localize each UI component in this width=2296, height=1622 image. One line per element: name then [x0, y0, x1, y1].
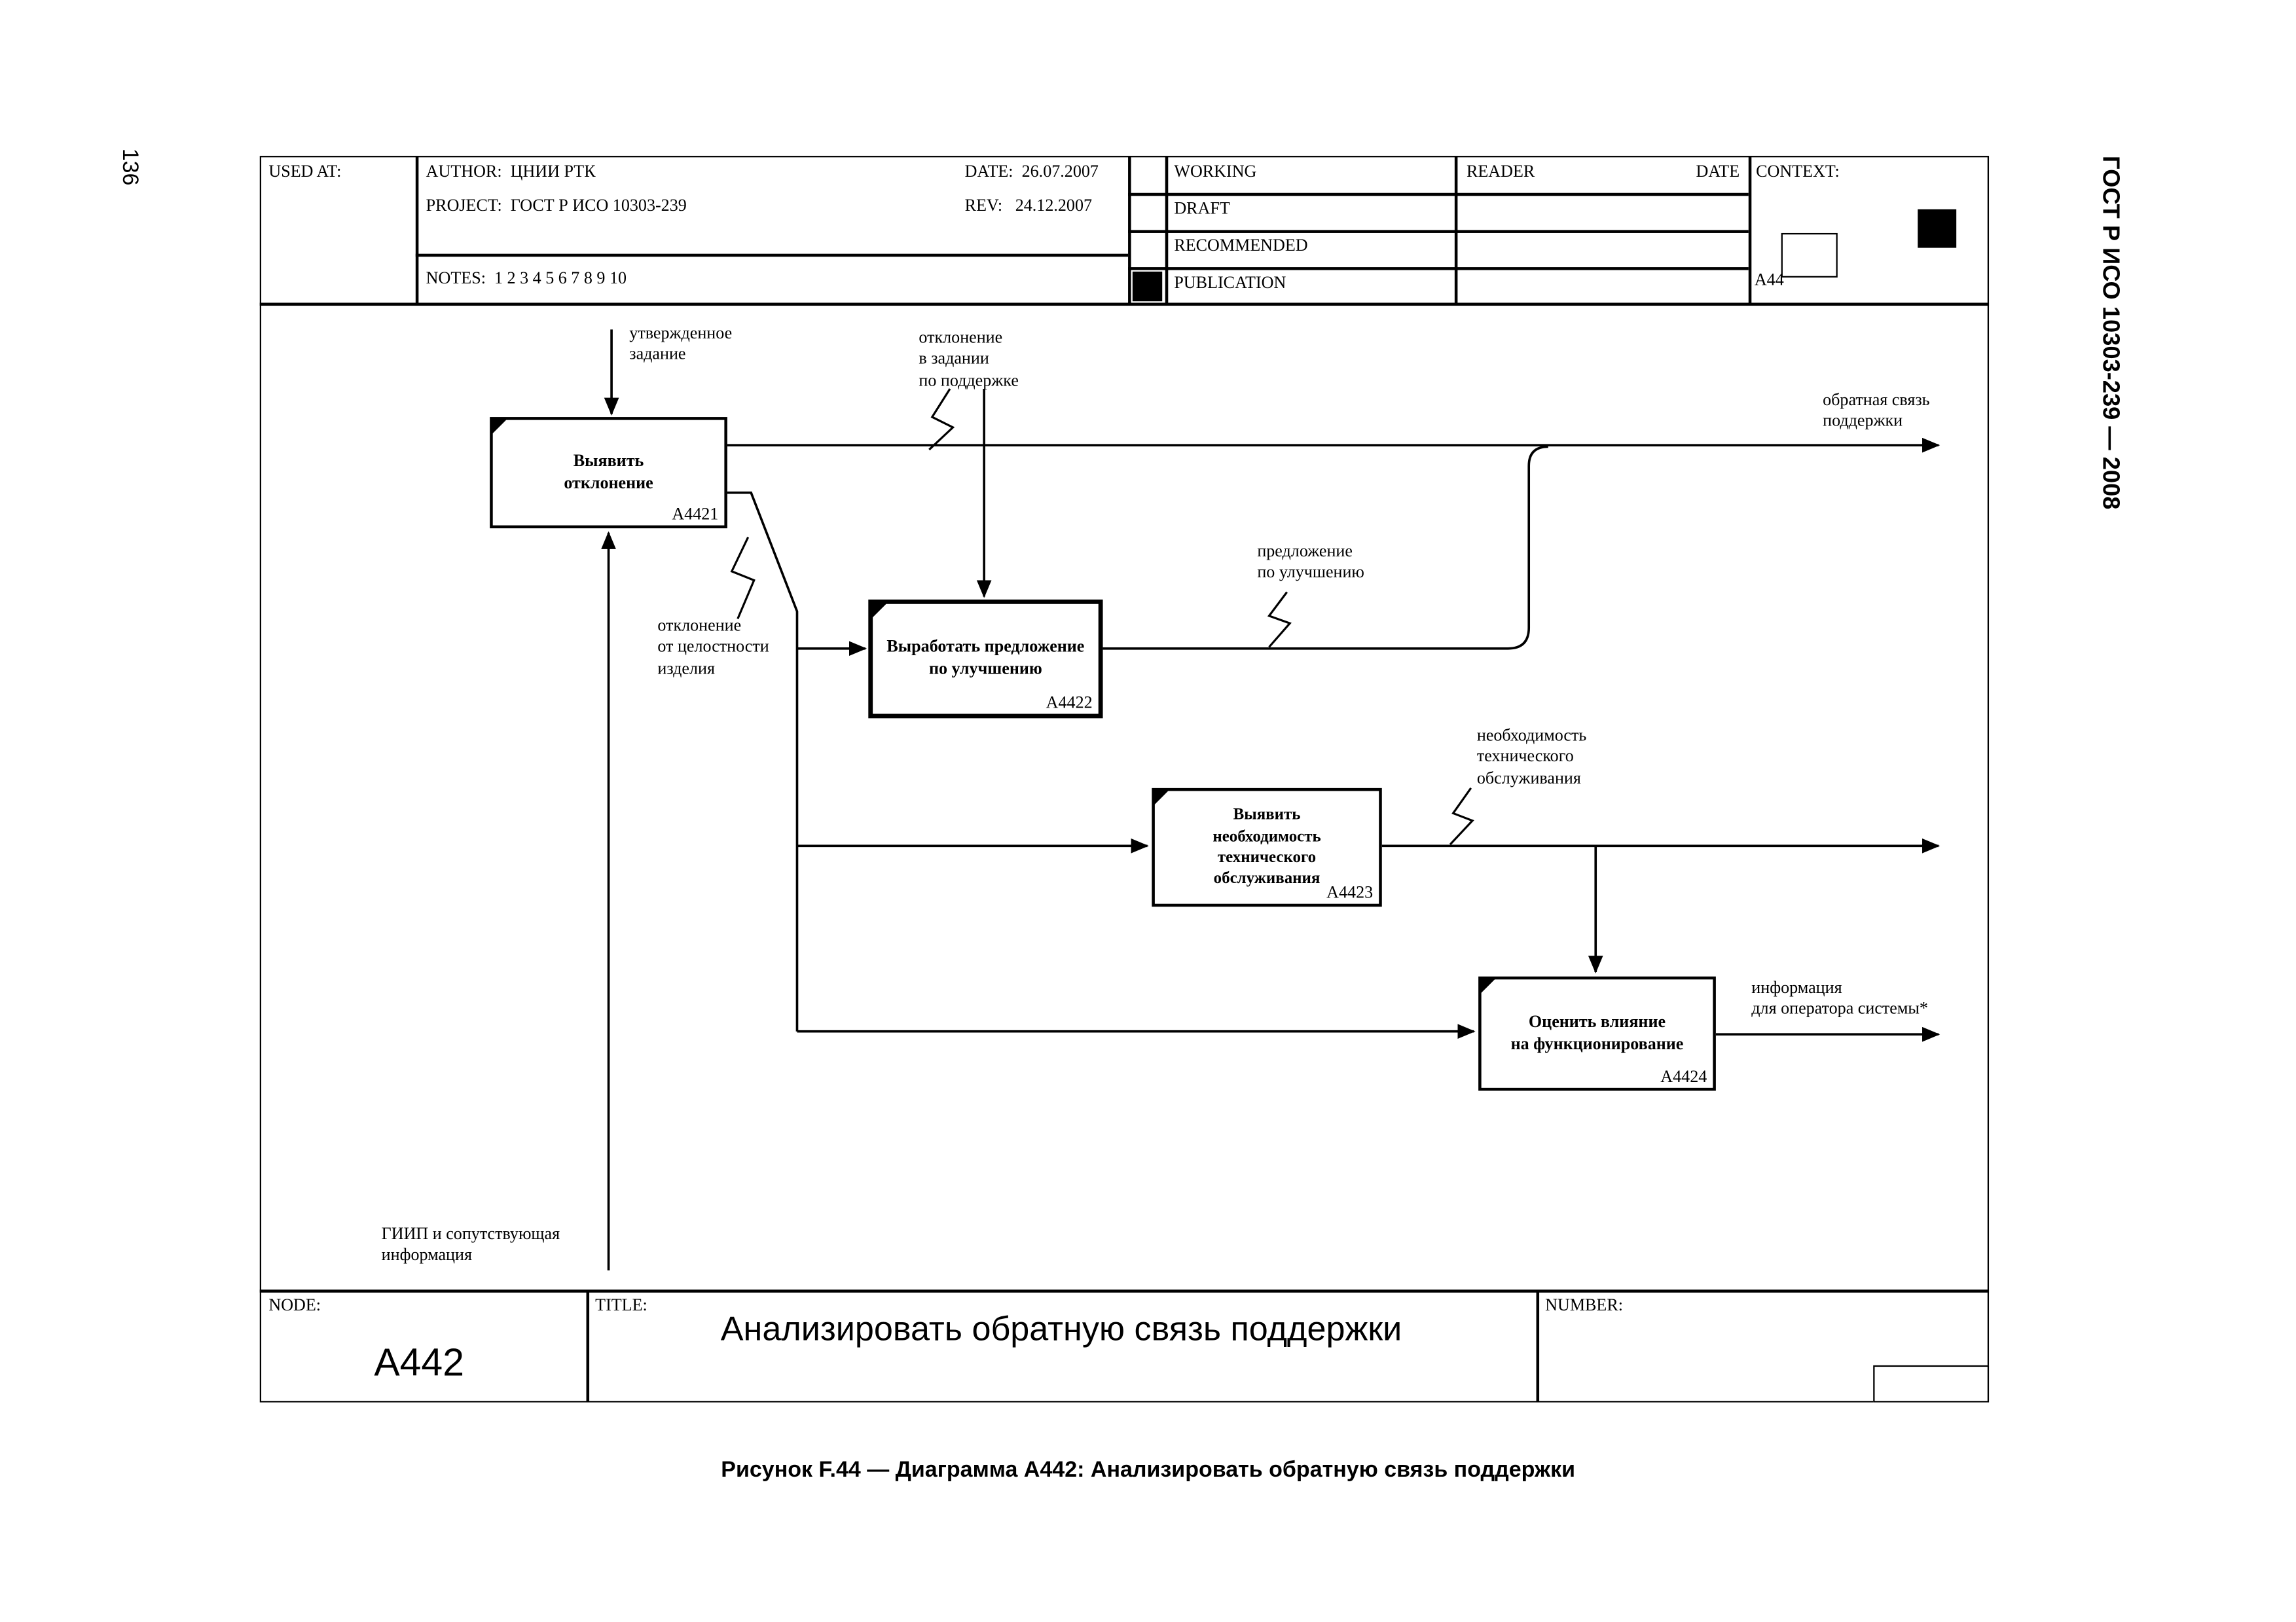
context-label: CONTEXT:	[1756, 163, 1840, 181]
activity-id-a4421: A4421	[672, 506, 719, 524]
standard-side-title: ГОСТ Р ИСО 10303-239 — 2008	[2097, 156, 2123, 510]
status-working: WORKING	[1174, 163, 1257, 181]
status-recommended: RECOMMENDED	[1174, 237, 1308, 255]
label-deviation-in-task: отклонение в задании по поддержке	[919, 329, 1019, 390]
author-label: AUTHOR:	[426, 163, 502, 181]
label-operator-info: информация для оператора системы*	[1751, 979, 1928, 1019]
box-corner-mark-icon	[1480, 978, 1497, 995]
divider-line	[259, 1289, 1990, 1292]
divider-line	[1128, 230, 1749, 233]
context-current-mark	[1918, 209, 1957, 248]
author-value: ЦНИИ РТК	[510, 163, 596, 181]
divider-line	[415, 253, 1129, 257]
rev-line: REV: 24.12.2007	[965, 198, 1092, 218]
activity-id-a4422: A4422	[1046, 694, 1093, 713]
date-label: DATE:	[964, 163, 1013, 181]
notes-line: NOTES: 1 2 3 4 5 6 7 8 9 10	[426, 270, 627, 291]
node-label: NODE:	[268, 1297, 321, 1315]
activity-label-a4424: Оценить влияние на функционирование	[1510, 1013, 1684, 1053]
date-line: DATE: 26.07.2007	[965, 163, 1099, 183]
page-number: 136	[117, 148, 143, 186]
project-value: ГОСТ Р ИСО 10303-239	[510, 197, 687, 215]
divider-line	[259, 302, 1990, 306]
project-label: PROJECT:	[426, 197, 502, 215]
activity-label-a4422: Выработать предложение по улучшению	[886, 638, 1085, 679]
activity-box-a4424: Оценить влияние на функционирование A442…	[1478, 976, 1716, 1091]
divider-line	[415, 156, 418, 304]
used-at-label: USED AT:	[268, 163, 342, 181]
context-node-shape	[1781, 232, 1838, 278]
activity-box-a4423: Выявить необходимость технического обслу…	[1152, 787, 1382, 907]
activity-id-a4423: A4423	[1326, 884, 1374, 903]
activity-box-a4421: Выявить отклонение A4421	[490, 417, 727, 529]
box-corner-mark-icon	[1153, 789, 1170, 806]
label-integrity-deviation: отклонение от целостности изделия	[657, 617, 769, 678]
activity-label-a4423: Выявить необходимость технического обслу…	[1212, 806, 1321, 888]
author-line: AUTHOR: ЦНИИ РТК	[426, 163, 596, 183]
box-corner-mark-icon	[871, 602, 888, 619]
title-label: TITLE:	[595, 1297, 647, 1315]
status-draft: DRAFT	[1174, 200, 1230, 219]
rev-value: 24.12.2007	[1015, 197, 1093, 215]
label-maintenance-need: необходимость технического обслуживания	[1476, 727, 1587, 788]
reader-label: READER	[1466, 163, 1535, 181]
figure-caption: Рисунок F.44 — Диаграмма А442: Анализиро…	[721, 1457, 1576, 1483]
divider-line	[1748, 156, 1751, 304]
divider-line	[586, 1291, 589, 1403]
node-value: A442	[374, 1340, 465, 1385]
publication-mark	[1132, 271, 1163, 302]
label-support-feedback: обратная связь поддержки	[1823, 391, 1930, 431]
rev-label: REV:	[964, 197, 1003, 215]
date-value: 26.07.2007	[1021, 163, 1099, 181]
idef0-form-frame	[259, 156, 1990, 1403]
context-value: A44	[1754, 271, 1784, 290]
divider-line	[1536, 1291, 1539, 1403]
activity-label-a4421: Выявить отклонение	[564, 452, 653, 492]
reader-date-label: DATE	[1696, 163, 1740, 181]
label-improvement-proposal: предложение по улучшению	[1257, 543, 1364, 583]
label-giip-info: ГИИП и сопутствующая информация	[381, 1225, 560, 1265]
number-field-box	[1873, 1365, 1990, 1403]
divider-line	[1128, 267, 1749, 270]
divider-line	[1128, 192, 1749, 196]
number-label: NUMBER:	[1545, 1297, 1623, 1315]
activity-box-a4422: Выработать предложение по улучшению A442…	[868, 599, 1103, 719]
label-approved-task: утвержденное задание	[629, 325, 733, 365]
activity-id-a4424: A4424	[1660, 1068, 1707, 1087]
notes-value: 1 2 3 4 5 6 7 8 9 10	[494, 270, 627, 288]
project-line: PROJECT: ГОСТ Р ИСО 10303-239	[426, 198, 687, 218]
diagram-title: Анализировать обратную связь поддержки	[720, 1308, 1402, 1348]
box-corner-mark-icon	[491, 418, 508, 435]
notes-label: NOTES:	[426, 270, 486, 288]
status-publication: PUBLICATION	[1174, 274, 1286, 293]
